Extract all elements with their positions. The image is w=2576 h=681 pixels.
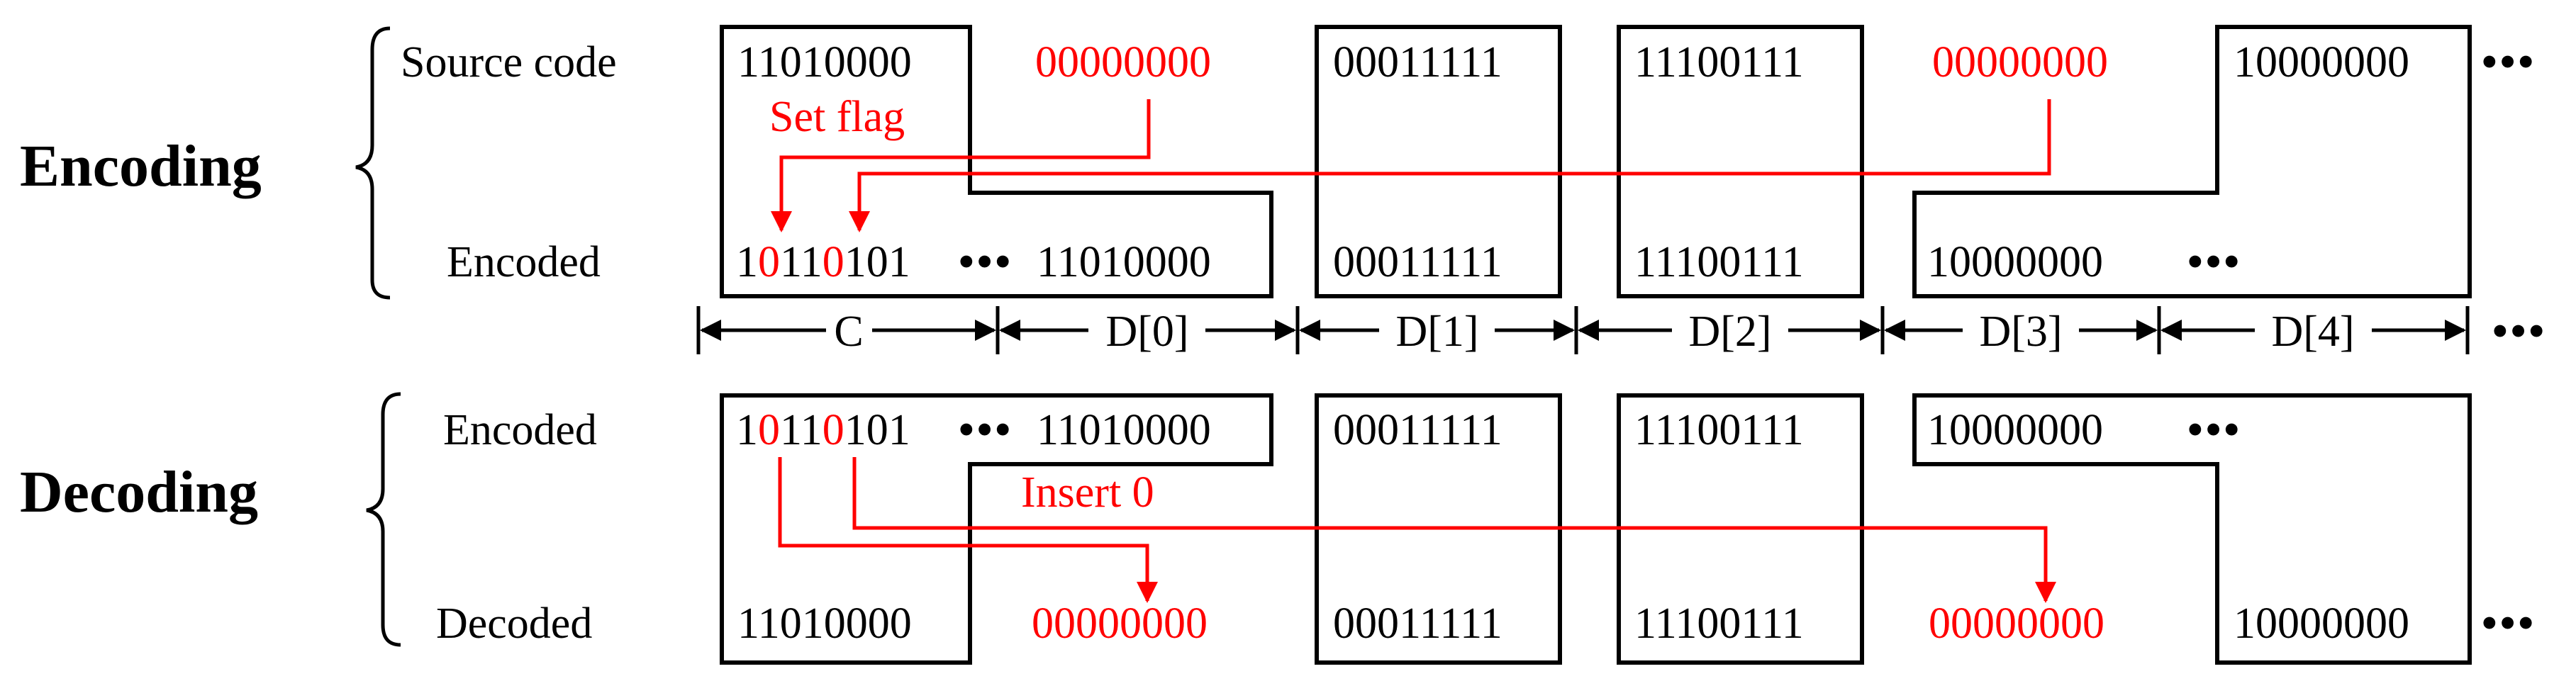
segment-label-c: C xyxy=(834,308,863,356)
source-byte-3: 11100111 xyxy=(1634,38,1804,86)
decoding-brace xyxy=(366,392,401,647)
enc-control-bit-7: 1 xyxy=(888,238,910,286)
enc-block-2 xyxy=(1617,25,1864,298)
insert-0-label: Insert 0 xyxy=(1021,468,1154,517)
enc-byte-3: 10000000 xyxy=(1927,238,2103,286)
dec-block-0 xyxy=(720,393,1273,665)
enc-block-1 xyxy=(1315,25,1562,298)
enc-control-bit-0: 1 xyxy=(736,238,758,286)
dec-control-bit-6: 0 xyxy=(866,406,888,454)
source-byte-0: 11010000 xyxy=(737,38,912,86)
dec-control-bit-0: 1 xyxy=(736,406,758,454)
dec-enc-byte-0: 11010000 xyxy=(1037,406,1211,454)
decoded-byte-5: 10000000 xyxy=(2234,600,2409,648)
enc-control-byte: 10110101 xyxy=(736,238,910,286)
set-flag-arrow-2 xyxy=(849,99,2051,232)
dec-control-bit-7: 1 xyxy=(888,406,910,454)
source-byte-1: 00000000 xyxy=(1035,38,1211,86)
dec-enc-byte-ellipsis: ••• xyxy=(2187,406,2242,454)
dec-block-3 xyxy=(1912,393,2472,665)
encoding-title: Encoding xyxy=(20,133,262,199)
source-byte-5: 10000000 xyxy=(2234,38,2409,86)
enc-control-bit-2: 1 xyxy=(780,238,801,286)
segment-label-d0: D[0] xyxy=(1105,308,1188,356)
row-label-source-code: Source code xyxy=(401,38,617,86)
source-byte-4: 00000000 xyxy=(1932,38,2108,86)
dec-control-bit-3: 1 xyxy=(801,406,823,454)
enc-byte-0: 11010000 xyxy=(1037,238,1211,286)
row-label-decoded: Decoded xyxy=(436,600,592,648)
ruler-ellipsis: ••• xyxy=(2492,308,2547,356)
enc-control-bit-4: 0 xyxy=(823,238,844,286)
source-ellipsis: ••• xyxy=(2482,38,2536,86)
enc-control-bit-3: 1 xyxy=(801,238,823,286)
insert-0-arrow-1 xyxy=(778,457,1158,603)
source-byte-2: 00011111 xyxy=(1333,38,1502,86)
dec-enc-byte-1: 00011111 xyxy=(1333,406,1502,454)
dec-enc-byte-3: 10000000 xyxy=(1927,406,2103,454)
decoded-byte-4: 00000000 xyxy=(1929,600,2104,648)
dec-enc-byte-2: 11100111 xyxy=(1634,406,1804,454)
insert-0-arrow-2 xyxy=(852,457,2056,603)
dec-control-bit-4: 0 xyxy=(823,406,844,454)
enc-byte-2: 11100111 xyxy=(1634,238,1804,286)
decoded-byte-1: 00000000 xyxy=(1032,600,1208,648)
dec-control-bit-2: 1 xyxy=(780,406,801,454)
enc-byte-1: 00011111 xyxy=(1333,238,1502,286)
set-flag-label: Set flag xyxy=(769,93,905,141)
enc-block-0 xyxy=(720,25,1273,298)
dec-control-byte: 10110101 xyxy=(736,406,910,454)
decoded-byte-2: 00011111 xyxy=(1333,600,1502,648)
encoding-brace xyxy=(355,26,391,300)
dec-control-ellipsis: ••• xyxy=(959,406,1013,454)
decoded-byte-3: 11100111 xyxy=(1634,600,1804,648)
decoded-byte-0: 11010000 xyxy=(737,600,912,648)
segment-label-d2: D[2] xyxy=(1688,308,1771,356)
decoding-title: Decoding xyxy=(20,459,258,525)
segment-label-d4: D[4] xyxy=(2271,308,2354,356)
row-label-encoded-bottom: Encoded xyxy=(443,406,597,454)
segment-label-d3: D[3] xyxy=(1979,308,2062,356)
dec-control-bit-1: 0 xyxy=(758,406,780,454)
enc-control-ellipsis: ••• xyxy=(959,238,1013,286)
dec-control-bit-5: 1 xyxy=(844,406,866,454)
enc-block-3 xyxy=(1912,25,2472,298)
segment-label-d1: D[1] xyxy=(1395,308,1478,356)
segment-ruler: C D[0] D[1] D[2] D[3] D[4] ••• xyxy=(696,306,2547,356)
enc-byte-ellipsis: ••• xyxy=(2187,238,2242,286)
enc-control-bit-5: 1 xyxy=(844,238,866,286)
set-flag-arrow-1 xyxy=(771,99,1151,232)
enc-control-bit-6: 0 xyxy=(866,238,888,286)
decoded-ellipsis: ••• xyxy=(2482,600,2536,648)
enc-control-bit-1: 0 xyxy=(758,238,780,286)
row-label-encoded-top: Encoded xyxy=(447,238,601,286)
